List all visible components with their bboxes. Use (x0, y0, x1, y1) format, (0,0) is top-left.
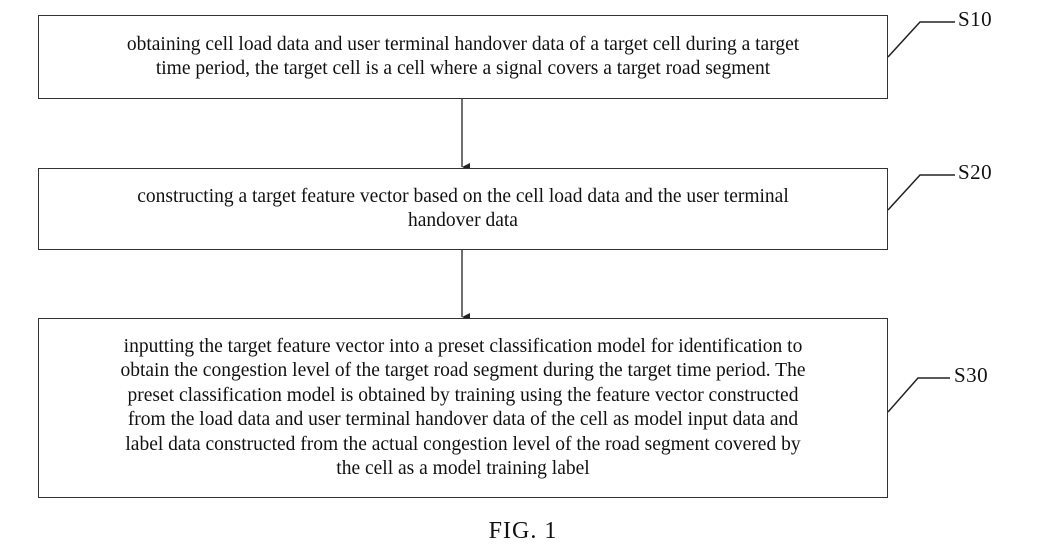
step-label-s10: S10 (958, 7, 992, 32)
step-text-s20: constructing a target feature vector bas… (137, 185, 789, 233)
step-box-s20: constructing a target feature vector bas… (38, 168, 888, 250)
step-box-s10: obtaining cell load data and user termin… (38, 15, 888, 99)
leader-s10 (888, 22, 955, 57)
step-label-s20: S20 (958, 160, 992, 185)
step-text-s10: obtaining cell load data and user termin… (127, 33, 799, 81)
leader-s20 (888, 175, 955, 210)
step-box-s30: inputting the target feature vector into… (38, 318, 888, 498)
step-text-s30: inputting the target feature vector into… (120, 335, 805, 482)
leader-s30 (888, 378, 950, 412)
figure-caption: FIG. 1 (0, 518, 1046, 545)
step-label-s30: S30 (954, 363, 988, 388)
